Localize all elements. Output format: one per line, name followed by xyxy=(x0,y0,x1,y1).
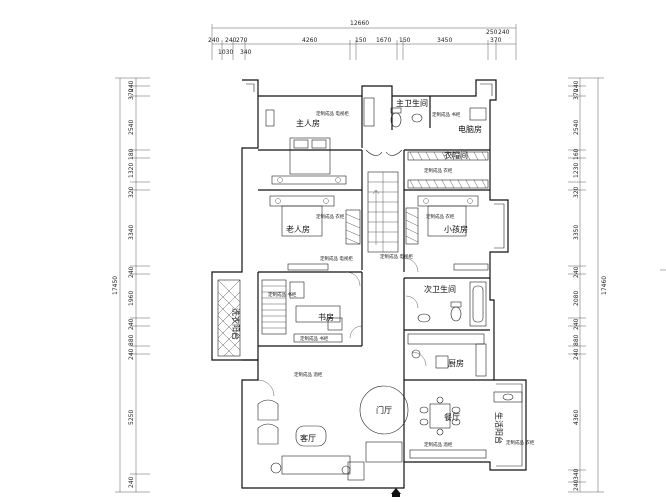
right-dim-15: 240 xyxy=(573,479,580,491)
right-dim-13: 4360 xyxy=(573,410,580,425)
right-dim-12: 240 xyxy=(573,348,580,360)
note-computer-bookcase: 定制成品 书柜 xyxy=(432,111,461,118)
right-dim-2: 370 xyxy=(573,88,580,100)
room-label-closet: 衣帽间 xyxy=(444,150,468,160)
right-total-dimension: 17460 xyxy=(601,276,608,295)
room-label-utility-balcony: 生活阳台 xyxy=(494,412,504,444)
right-dim-3: 2540 xyxy=(573,120,580,135)
right-dim-6: 320 xyxy=(573,186,580,198)
room-label-kitchen: 厨房 xyxy=(448,358,464,368)
room-label-kids-room: 小孩房 xyxy=(444,224,468,234)
foyer: 门厅 定制成品 酒柜 xyxy=(294,371,409,481)
note-closet-wardrobe: 定制成品 衣柜 xyxy=(424,167,453,174)
top-sub-dim-2: 340 xyxy=(240,49,252,56)
note-utility-wardrobe: 定制成品 衣柜 xyxy=(506,439,535,446)
top-dim-10: 240 xyxy=(498,29,510,36)
room-label-living: 客厅 xyxy=(300,433,316,443)
left-dim-8: 240 xyxy=(128,266,135,278)
note-kids-wardrobe: 定制成品 衣柜 xyxy=(426,213,455,220)
left-dim-10: 240 xyxy=(128,318,135,330)
note-study-bookcase-bottom: 定制成品 书柜 xyxy=(300,335,329,342)
note-display-cabinet: 定制成品 酒柜 xyxy=(294,371,323,378)
kids-room: 小孩房 定制成品 衣柜 定制成品 电视柜 xyxy=(380,195,489,271)
top-sub-dim-3: 370 xyxy=(490,37,502,44)
room-label-master-bedroom: 主人房 xyxy=(296,118,320,128)
master-bedroom: 主人房 定制成品 电视柜 xyxy=(265,109,349,185)
note-study-bookcase-top: 定制成品 书柜 xyxy=(268,291,297,298)
left-dim-1: 240 xyxy=(128,80,135,92)
room-label-dining: 餐厅 xyxy=(444,413,460,422)
room-label-study: 书房 xyxy=(318,312,334,322)
master-bath: 主卫生间 xyxy=(363,97,428,128)
note-elder-tv-cabinet: 定制成品 电视柜 xyxy=(320,255,353,262)
right-dim-14: 340 xyxy=(573,468,580,480)
elder-room: 老人房 定制成品 衣柜 定制成品 电视柜 xyxy=(269,195,361,271)
left-dim-13: 5250 xyxy=(128,410,135,425)
right-dim-8: 240 xyxy=(573,266,580,278)
left-dim-9: 1960 xyxy=(128,291,135,306)
note-hall-tv-cabinet: 定制成品 电视柜 xyxy=(380,253,413,260)
laundry-balcony: 洗衣阳台 xyxy=(217,279,241,357)
study: 书房 定制成品 书柜 定制成品 书柜 xyxy=(261,279,343,343)
top-dim-1: 240 xyxy=(208,37,220,44)
right-dim-5: 1230 xyxy=(573,163,580,178)
left-dim-6: 320 xyxy=(128,186,135,198)
left-dimension-chain: 17450 240 370 2540 180 1320 320 3340 240… xyxy=(112,77,150,493)
living-room: 客厅 xyxy=(257,399,351,475)
room-label-foyer: 门厅 xyxy=(376,405,392,415)
left-dim-4: 180 xyxy=(128,148,135,160)
kitchen: 厨房 xyxy=(407,333,487,377)
right-dim-11: 880 xyxy=(573,334,580,346)
note-elder-wardrobe: 定制成品 衣柜 xyxy=(316,213,345,220)
top-dim-3: 270 xyxy=(236,37,248,44)
computer-room: 电脑房 定制成品 书柜 xyxy=(432,107,487,134)
utility-balcony: 生活阳台 定制成品 衣柜 xyxy=(493,391,535,446)
top-dim-4: 4260 xyxy=(302,37,317,44)
note-dining-display-cabinet: 定制成品 酒柜 xyxy=(424,441,453,448)
top-dim-7: 150 xyxy=(399,37,411,44)
left-dim-12: 240 xyxy=(128,348,135,360)
staircase xyxy=(365,149,403,253)
left-dim-2: 370 xyxy=(128,88,135,100)
right-dimension-chain: 17460 240 370 2540 160 1230 320 3350 240… xyxy=(568,77,608,493)
top-dim-9: 250 xyxy=(486,29,498,36)
left-total-dimension: 17450 xyxy=(112,276,119,295)
room-label-computer-room: 电脑房 xyxy=(458,124,482,134)
left-dim-14: 240 xyxy=(128,476,135,488)
room-label-master-bath: 主卫生间 xyxy=(396,98,428,108)
top-dim-2: 240 xyxy=(225,37,237,44)
second-bath: 次卫生间 xyxy=(417,281,487,327)
top-total-dimension: 12660 xyxy=(350,20,369,27)
right-dim-7: 3350 xyxy=(573,225,580,240)
door-swings xyxy=(257,257,427,397)
entrance-arrow-icon xyxy=(391,488,401,497)
dining: 餐厅 定制成品 酒柜 xyxy=(409,396,487,459)
room-label-laundry-balcony: 洗衣阳台 xyxy=(231,308,241,340)
right-dim-1: 240 xyxy=(573,80,580,92)
left-dim-7: 3340 xyxy=(128,225,135,240)
top-dim-5: 150 xyxy=(355,37,367,44)
right-dim-4: 160 xyxy=(573,148,580,160)
note-master-tv-cabinet: 定制成品 电视柜 xyxy=(316,110,349,117)
right-dim-10: 240 xyxy=(573,318,580,330)
room-label-elder-room: 老人房 xyxy=(286,224,310,234)
outer-walls xyxy=(211,79,527,489)
left-dim-3: 2540 xyxy=(128,120,135,135)
top-sub-dim-1: 1030 xyxy=(218,49,233,56)
room-label-second-bath: 次卫生间 xyxy=(424,284,456,294)
right-dim-9: 2080 xyxy=(573,291,580,306)
closet: 衣帽间 定制成品 衣柜 xyxy=(407,150,489,189)
top-dim-8: 3450 xyxy=(437,37,452,44)
top-dimension-chain: 12660 240 240 270 4260 150 1670 150 3450… xyxy=(208,20,517,60)
top-dim-6: 1670 xyxy=(376,37,391,44)
left-dim-11: 880 xyxy=(128,334,135,346)
left-dim-5: 1320 xyxy=(128,163,135,178)
